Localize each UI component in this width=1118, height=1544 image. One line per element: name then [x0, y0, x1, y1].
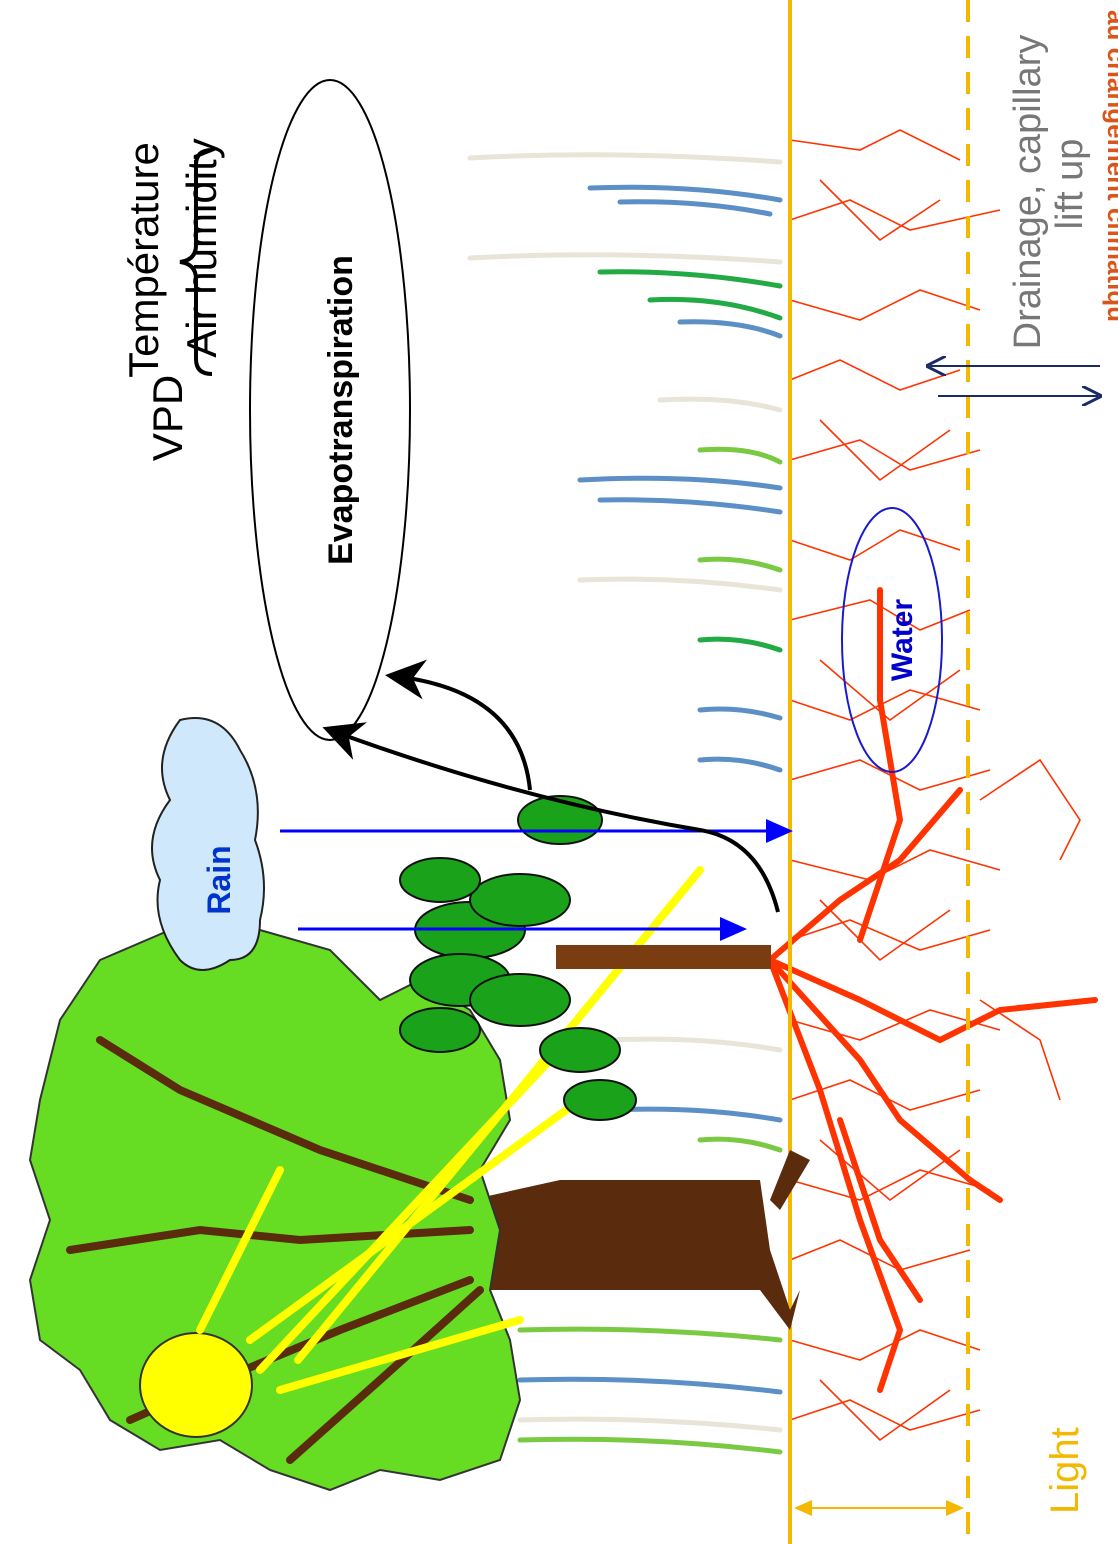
cloud-icon [152, 718, 264, 970]
small-tree-trunk-icon [556, 945, 771, 969]
drainage-label-line2: lift up [1049, 139, 1091, 230]
light-label: Light [1043, 1427, 1087, 1514]
sun-icon [140, 1333, 252, 1437]
rain-label: Rain [201, 845, 237, 914]
air-humidity-label: Air humidity [178, 138, 225, 357]
evapotranspiration-label: Evapotranspiration [322, 255, 360, 565]
header-fragment: au changement climatiqu [1102, 10, 1118, 322]
vpd-label: VPD [144, 375, 191, 461]
water-label: Water [886, 599, 919, 682]
drainage-label: Drainage, capillary [1007, 35, 1049, 350]
temperature-label: Température [120, 142, 167, 378]
